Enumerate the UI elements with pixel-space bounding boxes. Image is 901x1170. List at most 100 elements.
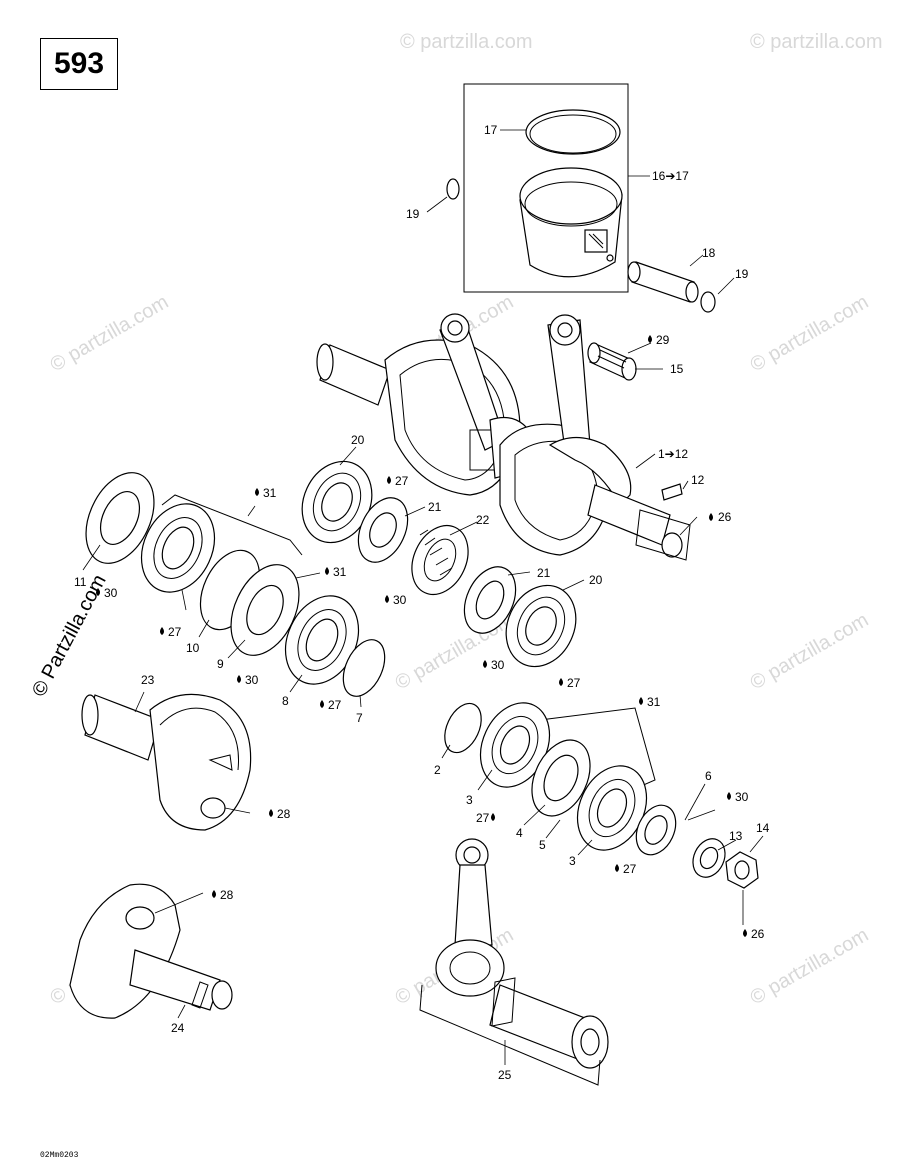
drop-icon <box>483 660 487 668</box>
circlip <box>446 178 460 200</box>
callout: 12 <box>691 473 705 487</box>
drop-icon <box>325 567 329 575</box>
callout: 20 <box>351 433 365 447</box>
oil-seal <box>635 804 677 856</box>
retaining-ring <box>444 702 482 754</box>
watermark-text: © partzilla.com <box>747 924 873 1009</box>
drive-gear <box>411 524 469 596</box>
callout: 31 <box>647 695 661 709</box>
callout: 5 <box>539 838 546 852</box>
callout: 8 <box>282 694 289 708</box>
drop-icon <box>255 488 259 496</box>
oil-seal <box>85 472 155 564</box>
piston-kit-frame <box>463 83 629 293</box>
hex-nut <box>725 851 759 889</box>
oil-seal <box>463 566 517 634</box>
oil-seal <box>230 564 300 656</box>
crankshaft-half-mag <box>69 883 233 1019</box>
piston-pin <box>627 261 699 303</box>
callout: 19 <box>735 267 749 281</box>
drop-icon <box>727 792 731 800</box>
callout: 28 <box>277 807 291 821</box>
callout: 30 <box>735 790 749 804</box>
callout: 2 <box>434 763 441 777</box>
drop-icon <box>559 678 563 686</box>
drop-icon <box>615 864 619 872</box>
callout: 10 <box>186 641 200 655</box>
watermark-text: © partzilla.com <box>750 31 883 53</box>
watermark-text: © partzilla.com <box>747 291 873 376</box>
crankshaft-half-pto <box>81 693 252 831</box>
ball-bearing <box>301 460 373 544</box>
callout: 22 <box>476 513 490 527</box>
group-bracket <box>161 494 303 556</box>
callout: 30 <box>393 593 407 607</box>
callout: 9 <box>217 657 224 671</box>
callout: 27 <box>395 474 409 488</box>
woodruff-key <box>661 483 683 501</box>
callout: 21 <box>537 566 551 580</box>
piston <box>519 167 623 278</box>
callout: 30 <box>491 658 505 672</box>
oil-seal <box>357 497 409 563</box>
lubricant-drop-markers <box>96 335 747 937</box>
callout: 30 <box>245 673 259 687</box>
callout: 13 <box>729 829 743 843</box>
callout: 18 <box>702 246 716 260</box>
drop-icon <box>269 809 273 817</box>
callout: 3 <box>569 854 576 868</box>
drop-icon <box>160 627 164 635</box>
callout: 25 <box>498 1068 512 1082</box>
callout: 3 <box>466 793 473 807</box>
washer <box>692 838 726 878</box>
callout: 26 <box>751 927 765 941</box>
drop-icon <box>491 813 495 821</box>
ball-bearing <box>576 765 648 851</box>
callout: 27 <box>623 862 637 876</box>
callout: 1➔12 <box>658 447 688 461</box>
needle-bearing <box>587 342 637 381</box>
callout: 27 <box>567 676 581 690</box>
crankshaft-assembly <box>316 313 691 561</box>
ball-bearing <box>505 584 577 668</box>
callout: 31 <box>333 565 347 579</box>
retaining-ring <box>342 639 386 697</box>
page-number-box: 593 <box>40 38 118 90</box>
callout: 4 <box>516 826 523 840</box>
drop-icon <box>320 700 324 708</box>
ball-bearing <box>479 702 551 788</box>
drop-icon <box>648 335 652 343</box>
callout: 21 <box>428 500 442 514</box>
circlip <box>700 291 716 313</box>
drop-icon <box>387 476 391 484</box>
footer-code: 02Mm0203 <box>40 1151 79 1160</box>
callout: 15 <box>670 362 684 376</box>
callout: 24 <box>171 1021 185 1035</box>
drop-icon <box>385 595 389 603</box>
callout: 20 <box>589 573 603 587</box>
callout: 29 <box>656 333 670 347</box>
connecting-rod <box>435 838 609 1069</box>
oil-seal <box>531 739 591 817</box>
drop-icon <box>639 697 643 705</box>
callout: 27 <box>168 625 182 639</box>
leader-lines <box>82 129 764 1065</box>
piston-ring <box>525 109 621 155</box>
callout: 30 <box>104 586 118 600</box>
callout: 27 <box>328 698 342 712</box>
drop-icon <box>743 929 747 937</box>
callout: 6 <box>705 769 712 783</box>
callout: 26 <box>718 510 732 524</box>
ball-bearing <box>284 595 360 685</box>
callout: 14 <box>756 821 770 835</box>
callout: 31 <box>263 486 277 500</box>
drop-icon <box>709 513 713 521</box>
callout: 11 <box>74 575 87 589</box>
watermark-text: © partzilla.com <box>400 31 533 53</box>
drop-icon <box>212 890 216 898</box>
group-bracket <box>419 984 601 1086</box>
callout: 19 <box>406 207 420 221</box>
watermark-text: © partzilla.com <box>747 609 873 694</box>
ball-bearing <box>140 503 216 593</box>
